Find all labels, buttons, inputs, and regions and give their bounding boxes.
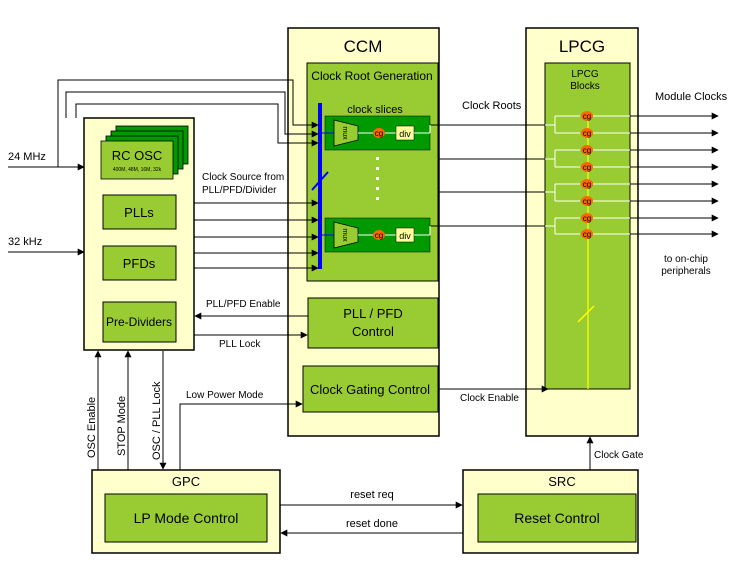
lpcg-cg-6	[581, 196, 593, 206]
pll-lock-label: PLL Lock	[219, 339, 261, 350]
pll-pfd-enable-label: PLL/PFD Enable	[206, 299, 281, 310]
to-onchip-label-1: to on-chip	[664, 254, 708, 265]
reset-control-label: Reset Control	[514, 510, 600, 526]
lpcg-cg-4-label: cg	[583, 163, 591, 172]
ccm-title: CCM	[344, 37, 383, 56]
lpcg-cg-5	[581, 179, 593, 189]
low-power-mode-label: Low Power Mode	[186, 390, 264, 401]
reset-done-label: reset done	[346, 518, 398, 530]
slice-dots	[376, 157, 379, 200]
mux-1	[333, 119, 359, 147]
low-power-mode-wire	[179, 400, 303, 470]
lpcg-cg-1	[581, 111, 593, 121]
lpcg-cg-group: cg cg cg cg cg cg cg cg	[581, 111, 593, 239]
clock-enable-label: Clock Enable	[460, 393, 519, 404]
rc-osc-sub-label: 400M, 48M, 16M, 32k	[113, 167, 162, 173]
clock-source-label-1: Clock Source from	[202, 172, 284, 183]
gpc-title: GPC	[172, 474, 200, 489]
rc-osc-block	[100, 140, 174, 180]
clock-root-lines	[430, 124, 545, 227]
lpcg-blocks-line2: Blocks	[570, 81, 599, 92]
cg-slice-2-label: cg	[375, 231, 383, 240]
lpcg-title: LPCG	[559, 37, 605, 56]
pll-pfd-control-line2: Control	[352, 324, 394, 339]
clock-bus	[318, 103, 322, 269]
plls-block	[102, 194, 177, 230]
osc-bypass-wires	[65, 91, 319, 147]
clock-source-label-2: PLL/PFD/Divider	[202, 185, 277, 196]
lpcg-cg-8	[581, 229, 593, 239]
osc-enable-label: OSC Enable	[86, 397, 98, 458]
mux-2	[333, 221, 359, 249]
clock-source-wires	[194, 199, 319, 272]
lpcg-cg-6-label: cg	[583, 197, 591, 206]
pfds-block	[102, 245, 177, 281]
src-title: SRC	[548, 474, 575, 489]
module-clocks-label: Module Clocks	[655, 91, 728, 103]
plls-label: PLLs	[124, 205, 154, 220]
pre-dividers-block	[102, 301, 177, 343]
to-onchip-label-2: peripherals	[661, 266, 710, 277]
lpcg-cg-7	[581, 213, 593, 223]
lpcg-cg-4	[581, 162, 593, 172]
clock-root-generation-label: Clock Root Generation	[311, 69, 432, 83]
lpcg-blocks-line1: LPCG	[571, 69, 598, 80]
input-24mhz-label: 24 MHz	[8, 151, 46, 163]
lpcg-cg-3	[581, 145, 593, 155]
lp-mode-control-block	[104, 493, 268, 543]
cg-slice-2	[373, 230, 385, 240]
lpcg-cg-1-label: cg	[583, 112, 591, 121]
pfds-label: PFDs	[123, 256, 156, 271]
reset-control-block	[477, 493, 637, 543]
cg-slice-1-label: cg	[375, 129, 383, 138]
mux-2-label: mux	[341, 228, 348, 242]
pre-dividers-label: Pre-Dividers	[106, 315, 172, 329]
cg-slice-1	[373, 128, 385, 138]
clock-gate-label: Clock Gate	[594, 450, 644, 461]
lpcg-cg-5-label: cg	[583, 180, 591, 189]
input-32khz-label: 32 kHz	[8, 236, 42, 248]
input-24mhz-wire	[8, 79, 319, 171]
reset-req-label: reset req	[350, 489, 393, 501]
pll-pfd-control-line1: PLL / PFD	[343, 306, 402, 321]
lpcg-cg-8-label: cg	[583, 230, 591, 239]
div-slice-1-label: div	[399, 129, 411, 139]
stop-mode-label: STOP Mode	[116, 396, 128, 456]
lpcg-cg-2	[581, 128, 593, 138]
lp-mode-control-label: LP Mode Control	[134, 510, 239, 526]
clock-slices-label: clock slices	[347, 104, 403, 116]
pll-pfd-control-block	[307, 297, 439, 349]
div-slice-2-label: div	[399, 231, 411, 241]
mux-1-label: mux	[341, 126, 348, 140]
rc-osc-label: RC OSC	[112, 148, 163, 163]
lpcg-cg-2-label: cg	[583, 129, 591, 138]
rc-osc-stack	[100, 125, 189, 180]
clock-roots-label: Clock Roots	[462, 100, 522, 112]
lpcg-cg-7-label: cg	[583, 214, 591, 223]
lpcg-cg-3-label: cg	[583, 146, 591, 155]
osc-pll-lock-label: OSC / PLL Lock	[151, 381, 163, 460]
clock-gating-control-label: Clock Gating Control	[310, 382, 430, 397]
